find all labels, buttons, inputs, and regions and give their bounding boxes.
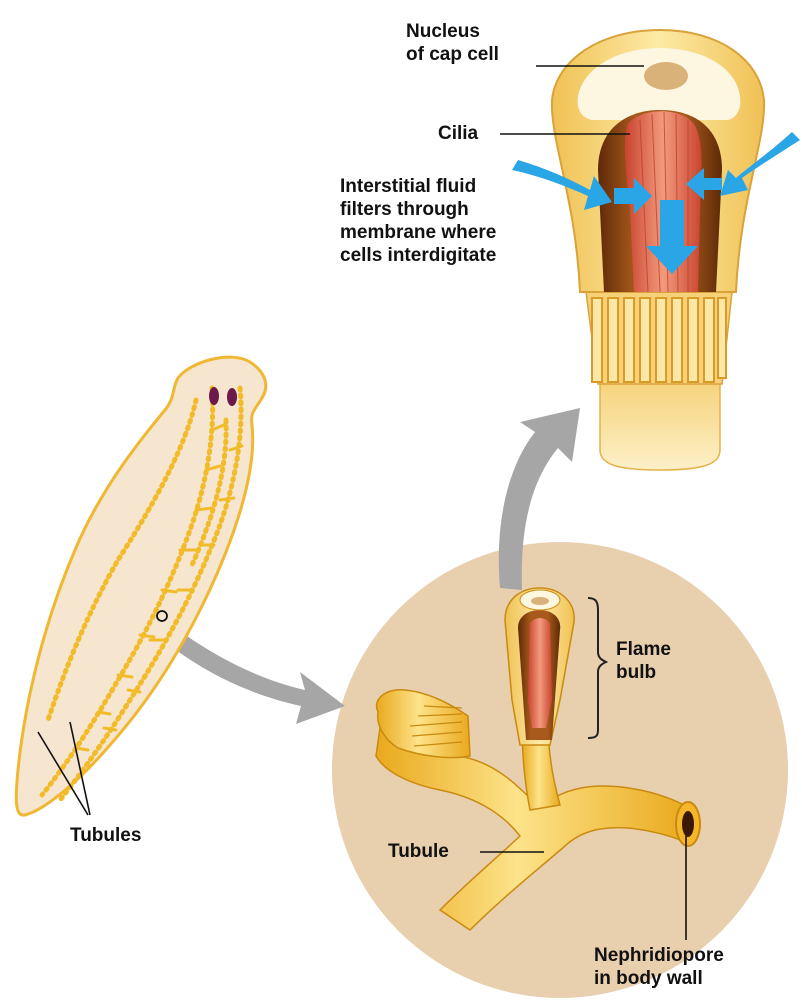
fluid-label-line2: filters through	[340, 198, 496, 221]
flame-label-line2: bulb	[616, 661, 671, 684]
nucleus-label: Nucleus of cap cell	[406, 20, 499, 66]
left-eyespot	[209, 387, 219, 405]
tubule-base	[600, 380, 720, 470]
nucleus-label-line1: Nucleus	[406, 20, 499, 43]
nephridiopore-label-line1: Nephridiopore	[594, 944, 724, 967]
nucleus-label-line2: of cap cell	[406, 43, 499, 66]
tubule-label: Tubule	[388, 840, 449, 863]
flame-bulb-detail	[512, 30, 800, 470]
flame-bulb-label: Flame bulb	[616, 638, 671, 684]
nephridiopore-label-line2: in body wall	[594, 967, 724, 990]
flame-label-line1: Flame	[616, 638, 671, 661]
interstitial-fluid-label: Interstitial fluid filters through membr…	[340, 175, 496, 267]
tubules-label: Tubules	[70, 824, 141, 847]
right-eyespot	[227, 388, 237, 406]
cilia-label: Cilia	[438, 122, 478, 145]
flatworm	[16, 357, 266, 815]
cap-cell-nucleus	[644, 62, 688, 90]
fluid-label-line4: cells interdigitate	[340, 244, 496, 267]
fluid-label-line1: Interstitial fluid	[340, 175, 496, 198]
magnified-view	[332, 542, 788, 998]
fluid-label-line3: membrane where	[340, 221, 496, 244]
nephridiopore-label: Nephridiopore in body wall	[594, 944, 724, 990]
